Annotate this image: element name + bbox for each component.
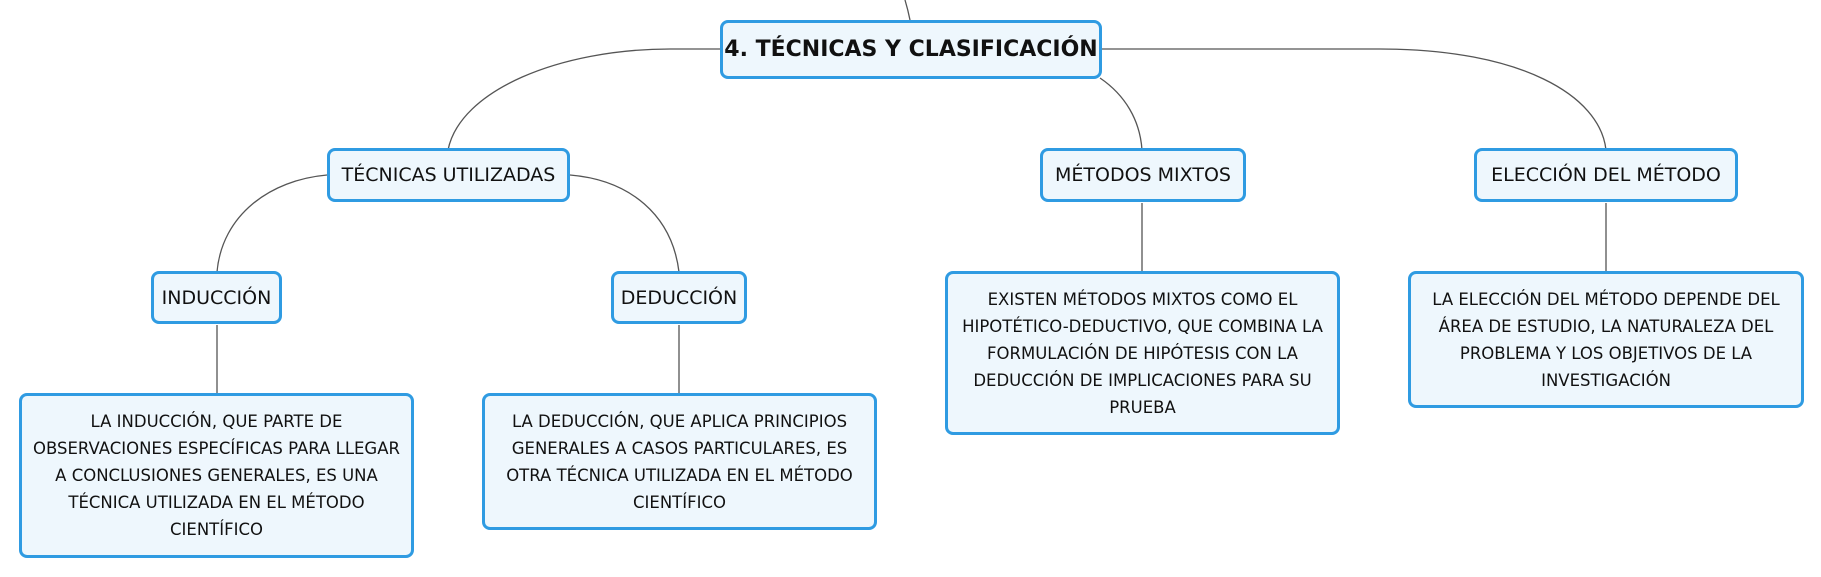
mixtos-label: MÉTODOS MIXTOS [1055,164,1231,186]
deduccion-label: DEDUCCIÓN [620,286,738,309]
connector-tecnicas-to-deduccion [569,174,680,273]
induccion-node[interactable]: INDUCCIÓN [151,271,282,324]
connector-tecnicas-to-induccion [216,174,328,273]
mixtos-detail-text: EXISTEN MÉTODOS MIXTOS COMO EL HIPOTÉTIC… [962,289,1323,417]
induccion-detail-node[interactable]: LA INDUCCIÓN, QUE PARTE DE OBSERVACIONES… [19,393,414,558]
deduccion-detail-node[interactable]: LA DEDUCCIÓN, QUE APLICA PRINCIPIOS GENE… [482,393,877,530]
connector-root-to-eleccion [1102,48,1607,151]
mixtos-node[interactable]: MÉTODOS MIXTOS [1040,148,1246,202]
eleccion-detail-node[interactable]: LA ELECCIÓN DEL MÉTODO DEPENDE DEL ÁREA … [1408,271,1804,408]
induccion-detail-text: LA INDUCCIÓN, QUE PARTE DE OBSERVACIONES… [33,412,400,539]
eleccion-label: ELECCIÓN DEL MÉTODO [1491,164,1721,186]
tecnicas-node[interactable]: TÉCNICAS UTILIZADAS [327,148,570,202]
mixtos-detail-node[interactable]: EXISTEN MÉTODOS MIXTOS COMO EL HIPOTÉTIC… [945,271,1340,435]
connector-root-to-tecnicas [447,48,720,151]
connector-parent-to-root [904,0,911,21]
root-label: 4. TÉCNICAS Y CLASIFICACIÓN [724,37,1098,62]
deduccion-node[interactable]: DEDUCCIÓN [611,271,747,324]
induccion-label: INDUCCIÓN [161,286,272,309]
tecnicas-label: TÉCNICAS UTILIZADAS [341,164,556,186]
deduccion-detail-text: LA DEDUCCIÓN, QUE APLICA PRINCIPIOS GENE… [506,411,853,512]
connector-root-to-mixtos [1099,77,1143,151]
root-node[interactable]: 4. TÉCNICAS Y CLASIFICACIÓN [720,20,1102,79]
eleccion-node[interactable]: ELECCIÓN DEL MÉTODO [1474,148,1738,202]
eleccion-detail-text: LA ELECCIÓN DEL MÉTODO DEPENDE DEL ÁREA … [1432,289,1780,390]
